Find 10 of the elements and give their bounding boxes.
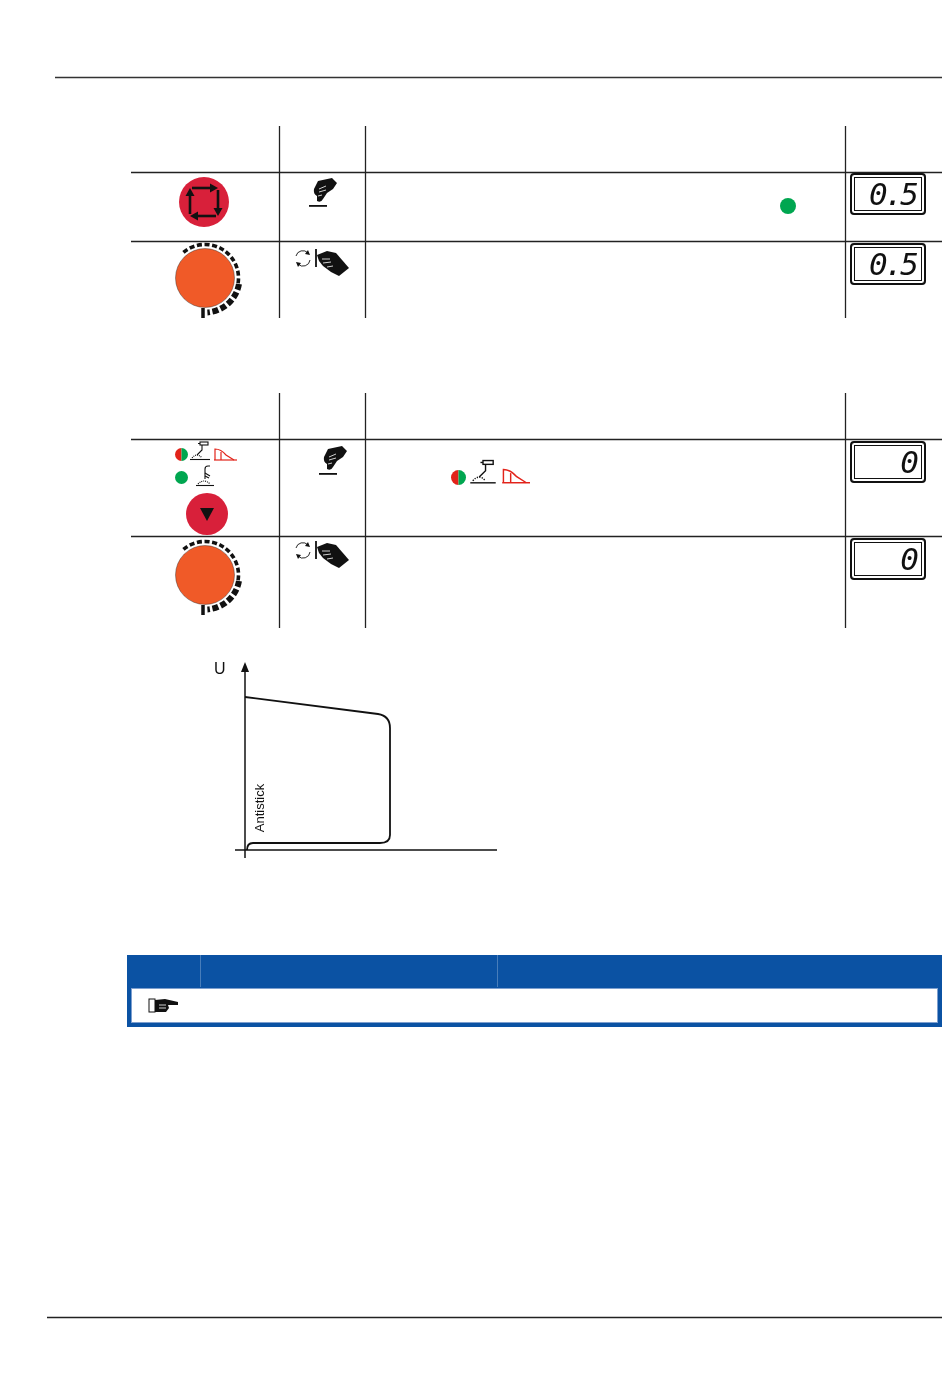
lcd-display [850,538,926,580]
display-value: 0.5 [869,178,916,210]
display-value: 0.5 [869,248,916,280]
display-value: 0 [900,543,916,575]
lcd-display [850,441,926,483]
lcd-display [850,243,926,285]
axis-label: U [214,661,226,677]
lcd-display [850,173,926,215]
display-value: 0 [900,446,916,478]
curve-label: Antistick [252,783,266,833]
